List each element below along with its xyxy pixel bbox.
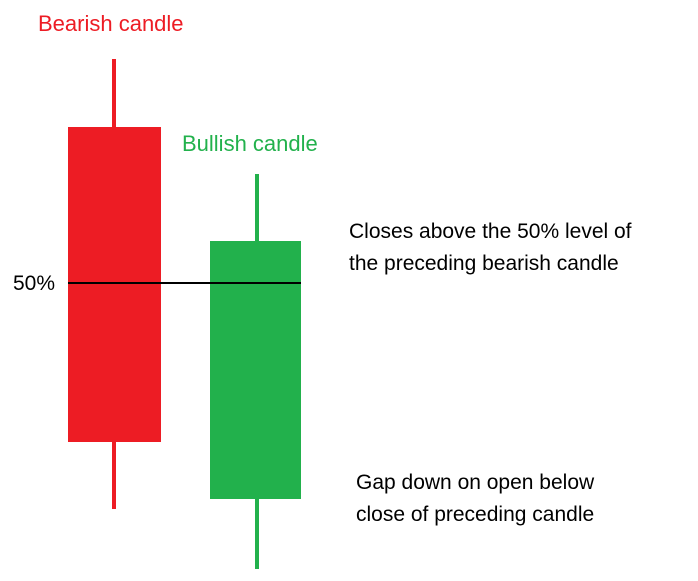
note-line: close of preceding candle [356,503,595,526]
note-line: the preceding bearish candle [349,252,619,275]
gap-down-note: Gap down on open below close of precedin… [356,467,594,531]
bullish-candle [210,174,301,569]
bullish-candle-title: Bullish candle [182,131,318,156]
close-above-midpoint-note: Closes above the 50% level of the preced… [349,216,632,280]
bearish-candle [68,59,161,509]
note-line: Closes above the 50% level of [349,220,632,243]
bullish-body [210,241,301,499]
midpoint-label: 50% [13,272,56,295]
note-line: Gap down on open below [356,471,595,494]
bearish-body [68,127,161,442]
bearish-candle-title: Bearish candle [38,11,184,36]
